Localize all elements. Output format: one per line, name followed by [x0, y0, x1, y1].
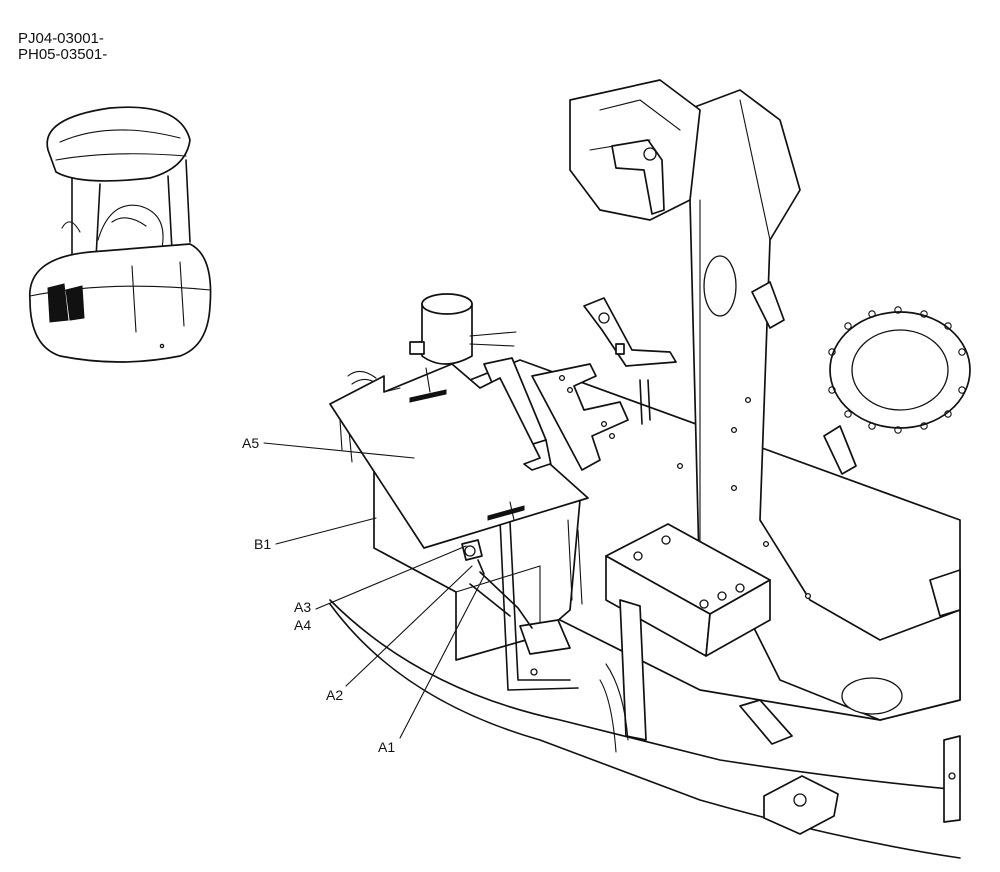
callout-a1: A1	[378, 739, 395, 755]
cover-plate-a5	[329, 363, 589, 549]
callout-a2: A2	[326, 687, 343, 703]
callout-a4: A4	[294, 617, 311, 633]
serial-range-1: PJ04-03001-	[18, 30, 104, 47]
callout-a3: A3	[294, 599, 311, 615]
cylinder-component	[409, 293, 473, 365]
callout-b1: B1	[254, 536, 271, 552]
fastener-stack-a1-a4	[461, 539, 485, 575]
machine-locator-thumbnail	[29, 106, 212, 363]
callout-leaders	[263, 442, 485, 739]
serial-range-2: PH05-03501-	[18, 46, 108, 63]
callout-a5: A5	[242, 435, 259, 451]
